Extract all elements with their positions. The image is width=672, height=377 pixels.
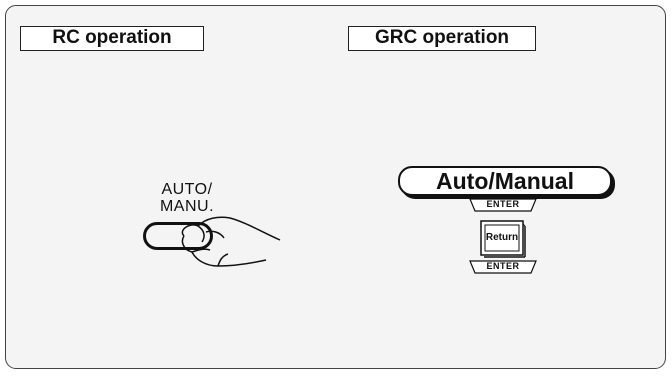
enter-tag-bottom-shape [469,260,537,274]
enter-tag-bottom-label: ENTER [486,261,520,271]
return-key-label: Return [485,232,519,243]
enter-tag-top-label: ENTER [486,199,520,209]
auto-manu-label-line1: AUTO/ [161,181,213,198]
enter-tag-top: ENTER [469,198,537,212]
return-key[interactable]: Return [480,220,526,258]
enter-tag-bottom: ENTER [469,260,537,274]
auto-manu-label-line2: MANU. [159,198,215,215]
return-key-shape [480,220,526,258]
enter-tag-top-shape [469,198,537,212]
auto-manu-remote-button[interactable] [143,222,213,250]
auto-manu-label: AUTO/ MANU. [142,181,232,215]
pointing-hand-icon [181,216,281,267]
grc-operation-header: GRC operation [348,26,536,51]
auto-manual-button[interactable]: Auto/Manual [398,166,612,196]
rc-operation-header: RC operation [20,26,204,51]
